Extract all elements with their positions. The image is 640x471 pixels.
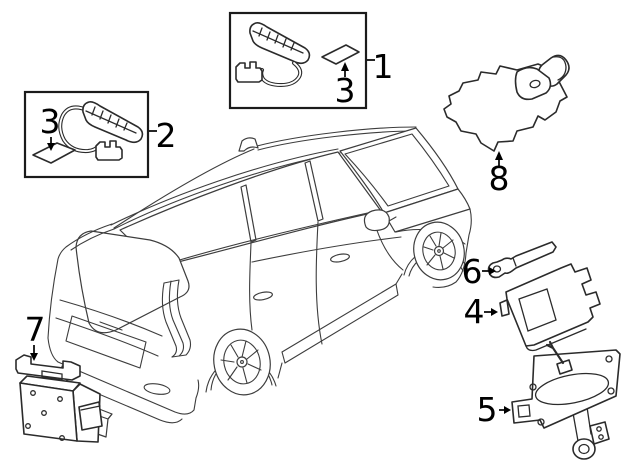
callout-label-4[interactable]: 4 <box>464 292 485 331</box>
callout-label-1[interactable]: 1 <box>373 47 394 86</box>
tailgate <box>47 223 163 369</box>
rear-wheel <box>213 328 271 396</box>
callout-label-2[interactable]: 2 <box>156 116 177 155</box>
vehicle-illustration <box>47 126 472 438</box>
mount-tab <box>514 66 552 101</box>
whip-antenna <box>545 340 565 365</box>
part-1-inset[interactable]: 3 1 <box>228 11 394 110</box>
front-wheel <box>413 221 465 281</box>
antenna-mounting-bracket-icon <box>511 349 621 429</box>
callout-8[interactable]: 8 <box>489 151 510 198</box>
callout-4[interactable]: 4 <box>464 292 499 331</box>
whip-antenna-base <box>556 359 573 375</box>
adhesive-pad-icon <box>321 44 360 65</box>
callout-label-8[interactable]: 8 <box>489 159 510 198</box>
b-pillar <box>304 160 324 222</box>
callout-6[interactable]: 6 <box>462 252 497 291</box>
rear-window <box>75 230 190 334</box>
callout-3-box1[interactable]: 3 <box>335 62 356 110</box>
callout-2[interactable]: 2 <box>149 116 177 155</box>
door-handle <box>330 253 350 263</box>
wheel-spokes <box>423 232 455 270</box>
part-5-mounting-bracket[interactable]: 5 <box>477 340 621 460</box>
part-7-control-module[interactable]: 7 <box>15 310 103 443</box>
callout-1[interactable]: 1 <box>367 47 394 86</box>
side-tab <box>589 421 610 445</box>
side-mirror <box>363 209 390 232</box>
bracket-boss <box>572 438 596 460</box>
c-pillar <box>240 184 257 243</box>
part-8-antenna-plate[interactable]: 8 <box>443 54 570 198</box>
module-tab <box>499 299 510 317</box>
roof-antenna-with-cable-icon <box>58 101 144 161</box>
roof-antenna-with-cable-icon <box>235 22 311 88</box>
callout-3-box2[interactable]: 3 <box>40 102 61 151</box>
callout-7[interactable]: 7 <box>25 310 46 361</box>
mount-flange <box>15 354 81 381</box>
control-module-icon <box>505 263 601 347</box>
roof-fin-antenna <box>238 137 259 152</box>
part-2-inset[interactable]: 3 2 <box>23 90 177 179</box>
rocker-panel <box>277 273 403 379</box>
wheel-spokes <box>220 340 262 384</box>
callout-label-3[interactable]: 3 <box>40 102 61 141</box>
door-handle <box>253 291 273 301</box>
callout-5[interactable]: 5 <box>477 390 512 429</box>
callout-label-6[interactable]: 6 <box>462 252 483 291</box>
taillight <box>161 279 192 358</box>
callout-label-3[interactable]: 3 <box>335 71 356 110</box>
part-6-antenna-blade[interactable]: 6 <box>462 241 557 291</box>
callout-label-5[interactable]: 5 <box>477 390 498 429</box>
part-4-control-module[interactable]: 4 <box>464 263 601 352</box>
callout-label-7[interactable]: 7 <box>25 310 46 349</box>
control-module-with-bracket-icon <box>19 382 78 442</box>
